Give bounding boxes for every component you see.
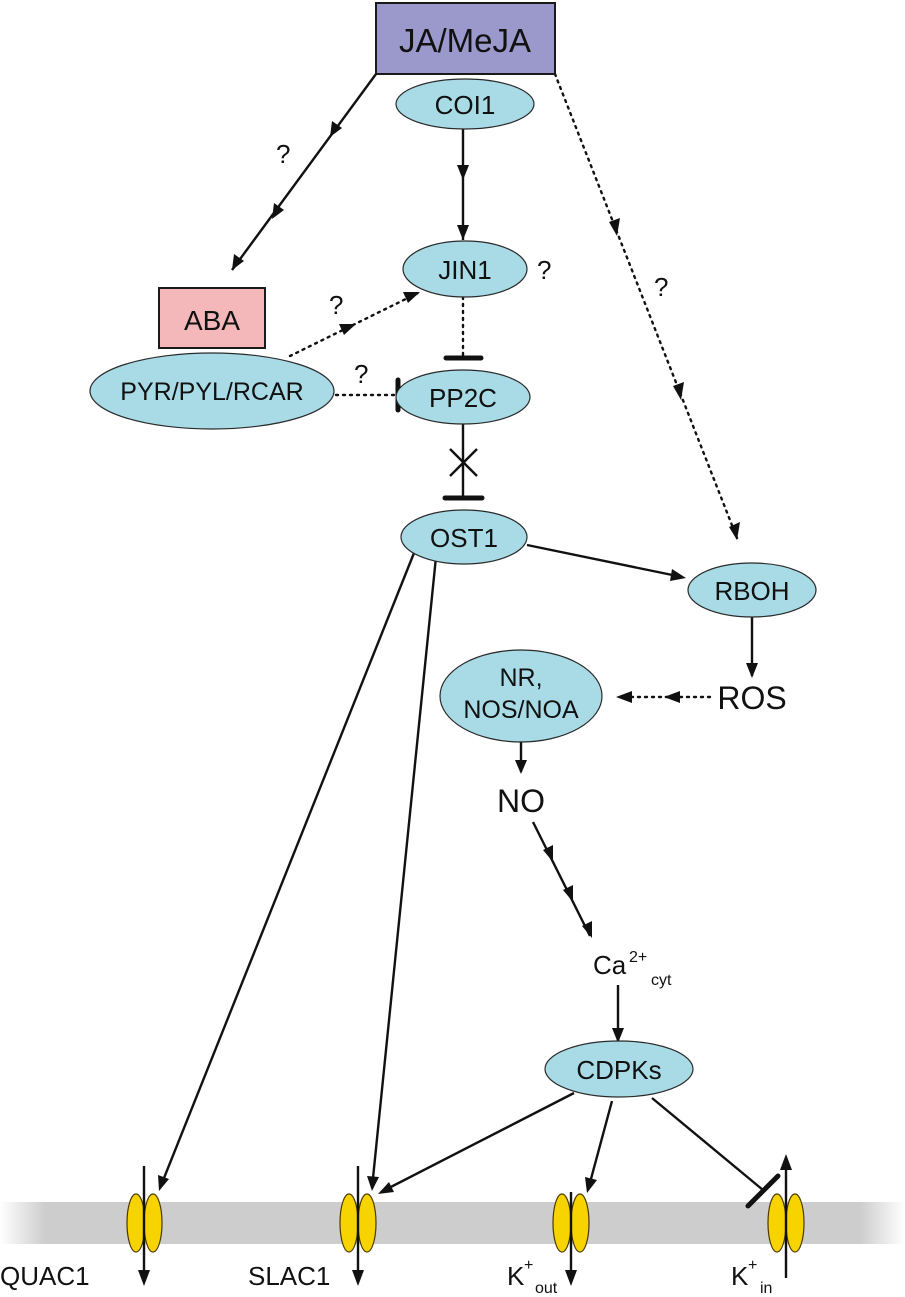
edge-calcium-to-cdpks — [612, 985, 624, 1043]
edge-cdpks-to-k-out — [585, 1100, 614, 1193]
pp2c-label: PP2C — [429, 383, 497, 413]
edge-rboh-to-ros — [746, 617, 758, 678]
quac1-channel — [126, 1166, 163, 1286]
nr-label-line2: NOS/NOA — [463, 696, 579, 724]
ros-label: ROS — [717, 680, 786, 716]
k-out-sup: + — [524, 1257, 533, 1274]
receptor-node: PYR/PYL/RCAR — [89, 352, 335, 430]
slac1-label: SLAC1 — [248, 1261, 330, 1291]
unknown-mark-jin1: ? — [537, 255, 551, 285]
pp2c-node: PP2C — [395, 369, 531, 425]
edge-jin1-inhibits-pp2c — [443, 295, 484, 361]
k-in-sub: in — [760, 1280, 772, 1297]
rboh-node: RBOH — [687, 562, 817, 618]
unknown-mark-receptor-jin1: ? — [329, 290, 343, 320]
edge-ost1-to-slac1 — [367, 556, 438, 1191]
edge-pp2c-inhibits-ost1 — [442, 423, 485, 501]
no-label: NO — [497, 783, 545, 819]
edge-ja-to-aba — [231, 73, 377, 271]
edge-nr-to-no — [515, 742, 527, 774]
unknown-mark-ja-aba: ? — [276, 139, 290, 169]
k-out-label: K + out — [507, 1257, 558, 1297]
aba-node: ABA — [158, 287, 266, 349]
nr-label-line1: NR, — [499, 664, 542, 692]
jasmonate-node: JA/MeJA — [375, 2, 556, 75]
ost1-label: OST1 — [430, 523, 498, 553]
k-in-sup: + — [748, 1257, 757, 1274]
unknown-mark-ja-rboh: ? — [654, 272, 668, 302]
calcium-sub: cyt — [651, 972, 672, 989]
cdpks-node: CDPKs — [544, 1040, 694, 1098]
receptor-label: PYR/PYL/RCAR — [120, 378, 303, 406]
edge-ja-to-rboh — [553, 72, 740, 540]
nr-node: NR, NOS/NOA — [439, 649, 603, 743]
edge-cdpks-to-slac1 — [378, 1091, 575, 1194]
k-in-label: K + in — [731, 1257, 772, 1297]
calcium-base: Ca — [593, 950, 627, 980]
coi1-node: COI1 — [395, 78, 535, 130]
slac1-channel — [339, 1166, 377, 1286]
edge-no-to-calcium — [531, 821, 592, 938]
k-in-base: K — [731, 1261, 749, 1291]
quac1-label: QUAC1 — [0, 1261, 90, 1291]
edge-ros-to-nr — [616, 691, 712, 703]
edge-cdpks-inhibits-k-in — [651, 1097, 781, 1209]
edge-ost1-to-quac1 — [158, 552, 416, 1191]
jasmonate-label: JA/MeJA — [399, 22, 531, 59]
calcium-sup: 2+ — [629, 949, 647, 966]
k-in-channel — [767, 1154, 805, 1278]
edge-coi1-to-jin1 — [457, 127, 469, 240]
k-out-sub: out — [535, 1280, 558, 1297]
coi1-label: COI1 — [435, 90, 496, 120]
calcium-node: Ca 2+ cyt — [593, 949, 672, 989]
aba-label: ABA — [184, 305, 240, 336]
cdpks-label: CDPKs — [576, 1055, 661, 1085]
jin1-node: JIN1 — [402, 240, 528, 298]
rboh-label: RBOH — [714, 576, 789, 606]
edge-ost1-to-rboh — [526, 543, 686, 581]
k-out-channel — [552, 1192, 590, 1286]
edge-receptor-to-jin1 — [288, 291, 420, 358]
ost1-node: OST1 — [400, 509, 528, 565]
k-out-base: K — [507, 1261, 525, 1291]
unknown-mark-receptor-pp2c: ? — [354, 359, 368, 389]
jin1-label: JIN1 — [438, 255, 491, 285]
